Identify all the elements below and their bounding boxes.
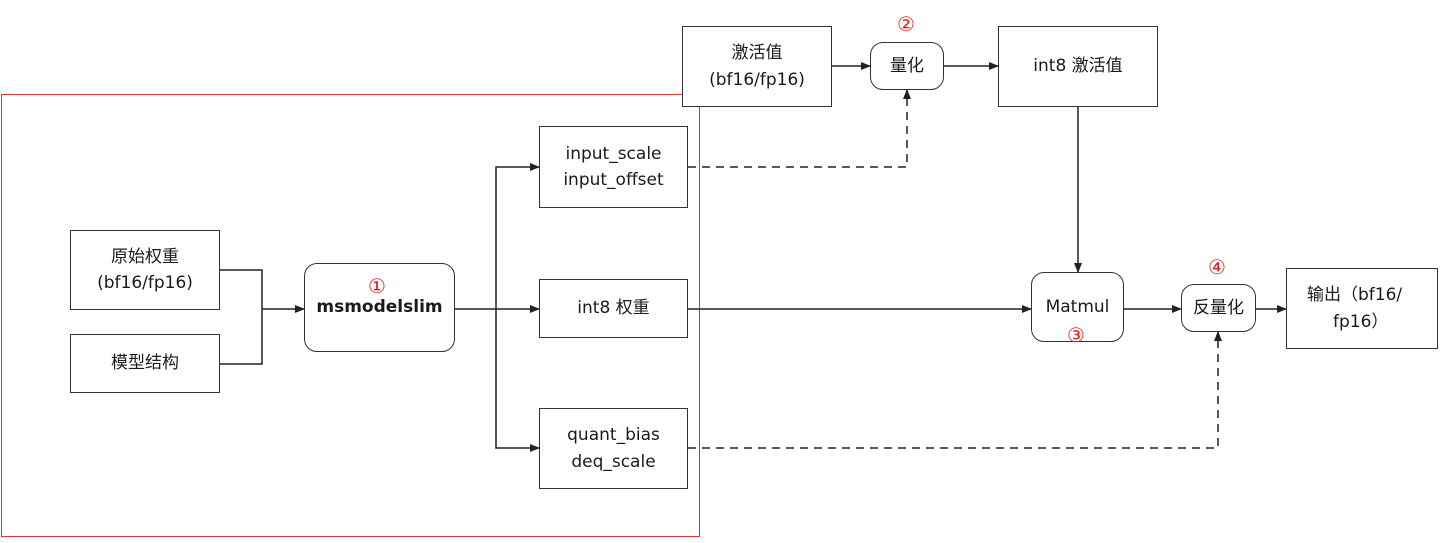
quantize-label: 量化 bbox=[890, 55, 924, 76]
deq-params-box: quant_bias deq_scale bbox=[539, 408, 688, 489]
matmul-box: Matmul bbox=[1031, 272, 1124, 342]
activation-dtype: (bf16/fp16) bbox=[709, 69, 805, 90]
dequantize-box: 反量化 bbox=[1181, 284, 1256, 332]
msmodelslim-region-outline bbox=[1, 94, 700, 537]
edge-model-struct-to-merge bbox=[220, 309, 263, 365]
int8-activation-box: int8 激活值 bbox=[998, 26, 1158, 107]
input-offset-label: input_offset bbox=[563, 170, 664, 190]
edge-input-params-to-quantize-dashed bbox=[688, 89, 911, 168]
quant-bias-label: quant_bias bbox=[567, 425, 660, 446]
output-dtype: fp16） bbox=[1333, 311, 1389, 332]
activation-box: 激活值 (bf16/fp16) bbox=[682, 26, 832, 107]
orig-weight-box: 原始权重 (bf16/fp16) bbox=[70, 230, 220, 310]
int8-weight-label: int8 权重 bbox=[577, 298, 650, 319]
int8-activation-label: int8 激活值 bbox=[1033, 56, 1123, 77]
msmodelslim-box: msmodelslim bbox=[304, 263, 455, 352]
msmodelslim-label: msmodelslim bbox=[316, 297, 443, 318]
edge-branch-to-deq-params bbox=[495, 309, 540, 452]
output-box: 输出（bf16/ fp16） bbox=[1286, 268, 1438, 349]
matmul-label: Matmul bbox=[1045, 296, 1110, 317]
input-scale-label: input_scale bbox=[565, 143, 662, 164]
model-struct-box: 模型结构 bbox=[70, 334, 220, 393]
input-params-box: input_scale input_offset bbox=[539, 126, 688, 208]
model-struct-label: 模型结构 bbox=[111, 353, 179, 374]
quantize-box: 量化 bbox=[870, 42, 944, 90]
edge-deq-params-to-dequantize-dashed bbox=[688, 331, 1222, 449]
output-label: 输出（bf16/ bbox=[1307, 285, 1403, 306]
orig-weight-dtype: (bf16/fp16) bbox=[97, 273, 193, 293]
deq-scale-label: deq_scale bbox=[571, 451, 656, 472]
int8-weight-box: int8 权重 bbox=[539, 279, 688, 338]
dequantize-label: 反量化 bbox=[1193, 297, 1244, 318]
edge-orig-weight-to-merge bbox=[220, 269, 263, 309]
activation-label: 激活值 bbox=[731, 43, 783, 64]
orig-weight-label: 原始权重 bbox=[111, 246, 179, 267]
edge-branch-to-input-params bbox=[495, 163, 540, 309]
